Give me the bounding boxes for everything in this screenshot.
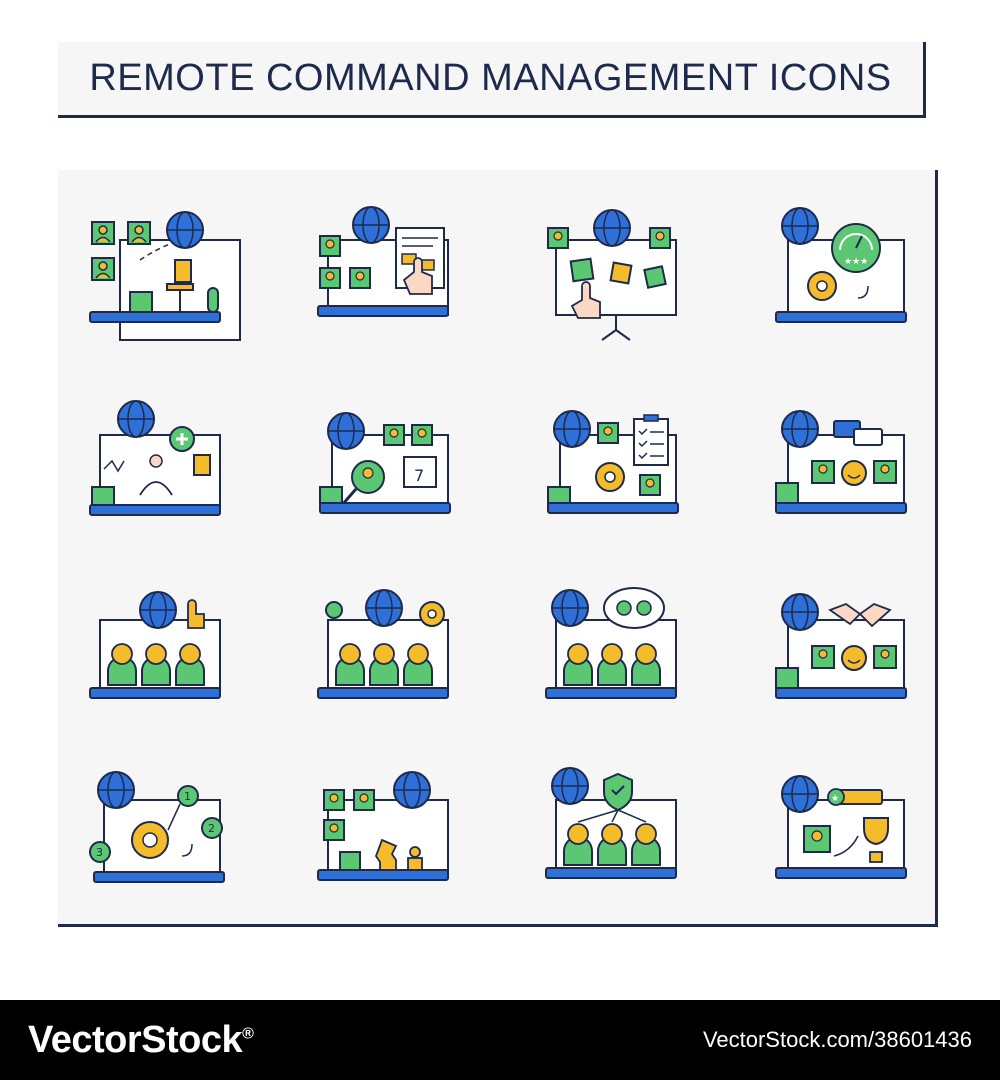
team-approval-icon	[80, 580, 280, 750]
title-banner: REMOTE COMMAND MANAGEMENT ICONS	[58, 42, 926, 118]
team-strategy-icon	[308, 760, 508, 930]
image-credit: VectorStock.com/38601436	[702, 1027, 972, 1052]
partnership-handshake-icon	[764, 580, 964, 750]
remote-workplace-icon	[80, 200, 280, 370]
task-checklist-icon	[536, 395, 736, 565]
brand-logo: VectorStock®	[28, 1018, 254, 1061]
svg-text:★: ★	[831, 794, 839, 804]
workflow-steps-icon: 1 2 3	[80, 760, 280, 930]
svg-text:2: 2	[208, 822, 215, 835]
online-task-board-icon	[308, 200, 508, 370]
svg-text:7: 7	[414, 466, 424, 485]
watermark-footer: VectorStock® VectorStock.com/38601436	[0, 1000, 1000, 1080]
team-achievement-icon: ★	[764, 760, 964, 930]
svg-text:3: 3	[96, 846, 103, 859]
svg-text:1: 1	[184, 790, 191, 803]
team-protection-icon	[536, 760, 736, 930]
interactive-whiteboard-icon	[536, 200, 736, 370]
performance-rating-icon: ★★★	[764, 200, 964, 370]
team-discussion-icon	[536, 580, 736, 750]
team-communication-icon	[764, 395, 964, 565]
page-title: REMOTE COMMAND MANAGEMENT ICONS	[89, 57, 892, 99]
wellbeing-meditation-icon	[80, 395, 280, 565]
icons-panel: ★★★	[58, 170, 938, 927]
recruiting-schedule-icon: 7	[308, 395, 508, 565]
team-settings-icon	[308, 580, 508, 750]
svg-text:★★★: ★★★	[844, 257, 868, 267]
